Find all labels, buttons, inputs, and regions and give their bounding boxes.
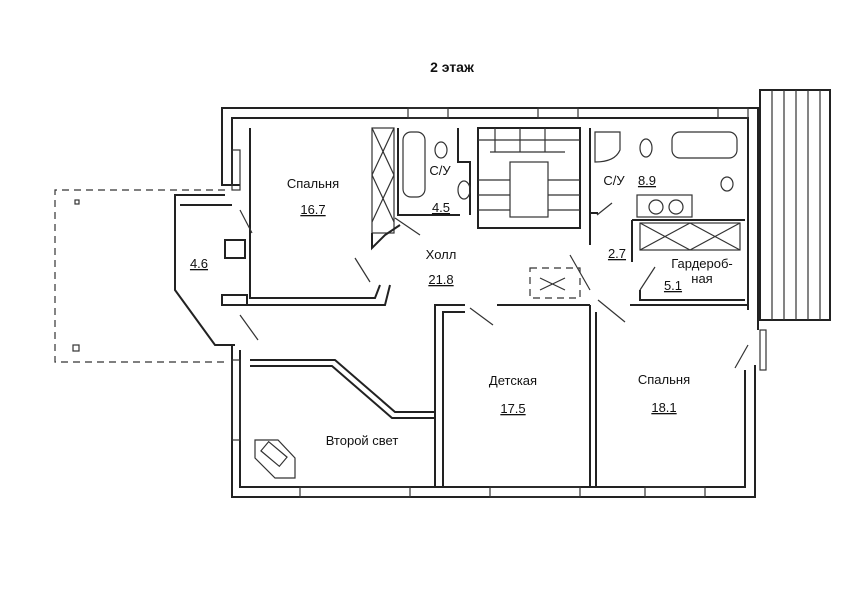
outer-walls (221, 107, 759, 498)
room-name: Спальня (638, 372, 690, 387)
room-area: 4.6 (190, 256, 208, 271)
room-area: 16.7 (300, 202, 325, 217)
floor-title: 2 этаж (430, 59, 475, 75)
hall-walls (469, 254, 748, 326)
room-area: 2.7 (608, 246, 626, 261)
wardrobe-walls (631, 219, 745, 301)
room-area: 5.1 (664, 278, 682, 293)
bathroom-1-walls (394, 128, 471, 236)
balcony (54, 189, 225, 363)
bedroom-1-walls (239, 127, 401, 341)
staircase (477, 127, 581, 229)
room-area: 18.1 (651, 400, 676, 415)
room-area: 4.5 (432, 200, 450, 215)
terrace (759, 89, 831, 321)
room-name: С/У (603, 173, 625, 188)
second-light-walls (250, 359, 435, 479)
bay-area (174, 194, 248, 346)
room-area: 21.8 (428, 272, 453, 287)
room-name: Второй свет (326, 433, 399, 448)
room-name: ная (691, 271, 712, 286)
room-name: Гардероб- (671, 256, 733, 271)
room-area: 17.5 (500, 401, 525, 416)
room-area: 8.9 (638, 173, 656, 188)
room-name: С/У (429, 163, 451, 178)
room-name: Холл (426, 247, 457, 262)
bedroom-walls-lower (434, 304, 767, 487)
room-name: Детская (489, 373, 537, 388)
room-name: Спальня (287, 176, 339, 191)
bathroom-2-walls (589, 128, 738, 245)
